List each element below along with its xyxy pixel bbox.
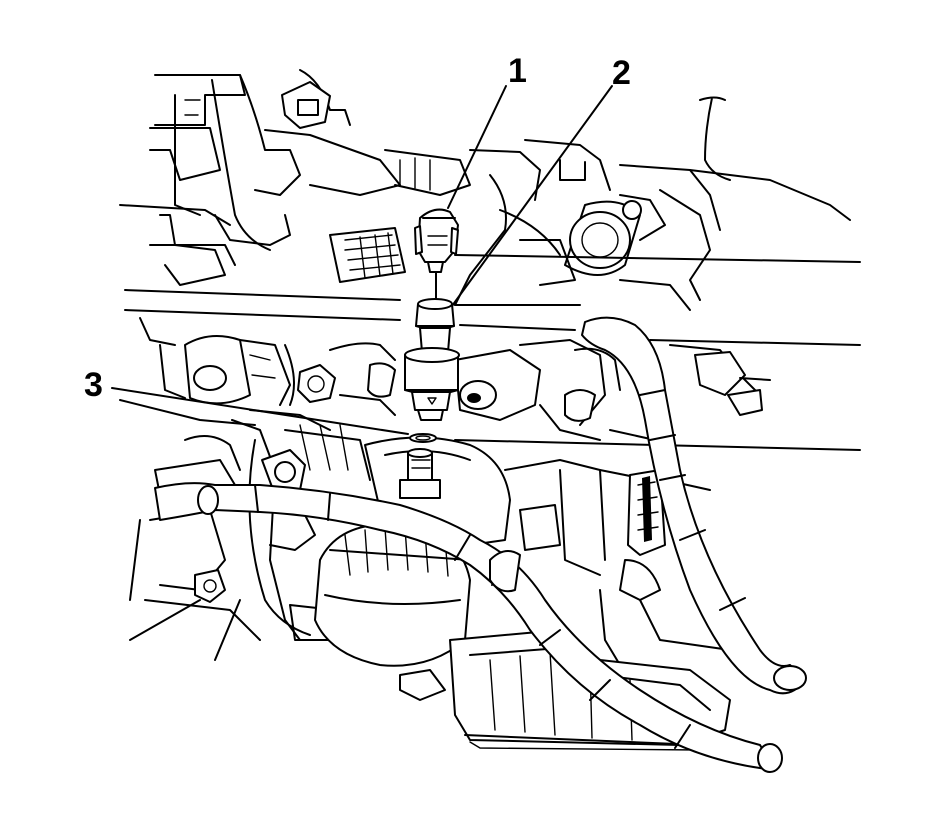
callout-leaders: [111, 85, 613, 435]
sensor-port-fitting: [399, 448, 441, 499]
callout-2: 2: [612, 54, 631, 92]
upper-engine-block: [119, 69, 861, 346]
leader-line-3: [111, 387, 409, 435]
leader-line-1: [447, 85, 507, 209]
leader-line-2: [451, 85, 613, 307]
coolant-hose-right: [581, 316, 807, 695]
sensor-connector-1: [414, 208, 459, 301]
seal-2: [415, 298, 455, 353]
callout-3: 3: [84, 366, 103, 404]
callout-1: 1: [508, 52, 527, 90]
pressure-sensor: [404, 347, 460, 421]
coolant-hose-lower: [154, 482, 783, 773]
mid-engine-block: [119, 335, 861, 451]
o-ring-3: [409, 433, 437, 443]
